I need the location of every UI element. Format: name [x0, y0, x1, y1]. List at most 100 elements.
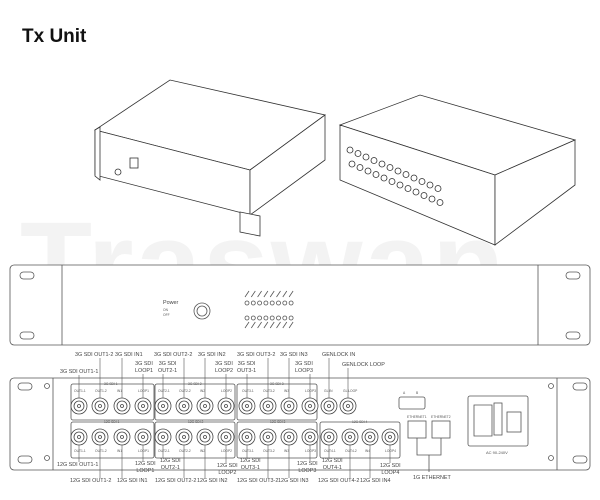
- ethernet2-label: ETHERNET2: [431, 415, 451, 419]
- bnc-iso-icon: [426, 181, 434, 189]
- off-label: OFF: [163, 313, 170, 317]
- port-label-top: GL IN: [324, 389, 333, 393]
- status-led-icon: [257, 315, 263, 321]
- led-label-mark: [263, 290, 269, 298]
- callout-label: 12G SDI OUT1-2: [70, 478, 112, 484]
- a-label: A: [403, 391, 406, 395]
- status-led-icon: [263, 300, 269, 306]
- rocker-switch-icon: [506, 411, 522, 433]
- bnc-iso-icon: [396, 181, 404, 189]
- bnc-iso-icon: [346, 146, 354, 154]
- port-label-top: OUT2-2: [179, 389, 191, 393]
- bnc-iso-icon: [420, 192, 428, 199]
- callout-label: 3G SDI IN3: [280, 352, 308, 358]
- led-label-mark: [269, 321, 275, 329]
- bnc-iso-icon: [436, 199, 444, 206]
- callout-label: 12G SDI OUT3-2: [237, 478, 279, 484]
- port-label-top: OUT1-2: [95, 389, 107, 393]
- status-led-icon: [257, 300, 263, 306]
- status-led-icon: [263, 315, 269, 321]
- port-label-bottom: LOOP3: [305, 449, 316, 453]
- bnc-pin: [98, 435, 102, 439]
- callout-label: 12G SDI LOOP2: [217, 463, 238, 476]
- callout-label: 1G ETHERNET: [413, 475, 451, 481]
- port-label-bottom: OUT2-1: [158, 449, 170, 453]
- callout-label: 12G SDI OUT1-1: [57, 462, 99, 468]
- group-label-12g-3: 12G SDI 3: [270, 420, 286, 424]
- bnc-pin: [266, 404, 270, 408]
- callout-label: 3G SDI IN2: [198, 352, 226, 358]
- rear-panel: [9, 377, 591, 472]
- port-label-bottom: LOOP4: [385, 449, 396, 453]
- led-label-mark: [282, 290, 288, 298]
- bnc-iso-icon: [356, 164, 364, 171]
- port-label-bottom: OUT4-2: [345, 449, 357, 453]
- b-label: B: [416, 391, 419, 395]
- port-label-bottom: OUT1-1: [74, 449, 86, 453]
- led-label-mark: [257, 321, 262, 329]
- callout-label: 12G SDI OUT2-2: [155, 478, 197, 484]
- port-label-bottom: LOOP2: [221, 449, 232, 453]
- status-led-icon: [269, 300, 275, 306]
- callout-label: 12G SDI LOOP3: [297, 461, 318, 474]
- page-title: Tx Unit: [22, 26, 87, 47]
- status-led-icon: [250, 300, 256, 306]
- bnc-pin: [368, 435, 372, 439]
- ac-power-label: AC 90-240V: [486, 450, 508, 455]
- bnc-pin: [182, 404, 186, 408]
- callout-label: 3G SDI OUT3-1: [237, 361, 257, 374]
- port-label-bottom: OUT4-1: [324, 449, 336, 453]
- bnc-pin: [161, 404, 165, 408]
- bnc-iso-icon: [386, 164, 394, 171]
- group-label-3g-3: 3G SDI 3: [270, 382, 284, 386]
- bnc-iso-icon: [418, 178, 426, 185]
- on-label: ON: [163, 308, 168, 312]
- bnc-pin: [346, 404, 350, 408]
- bnc-iso-icon: [364, 167, 372, 175]
- power-button-icon: [114, 168, 122, 176]
- bnc-pin: [77, 435, 81, 439]
- group-label-12g-1: 12G SDI 1: [104, 420, 120, 424]
- ethernet1-port: [407, 420, 427, 439]
- bnc-pin: [120, 404, 124, 408]
- callout-label: 3G SDI IN1: [115, 352, 143, 358]
- rear-isometric-view: [338, 94, 577, 246]
- bnc-iso-icon: [428, 195, 436, 203]
- led-label-mark: [250, 290, 256, 298]
- bnc-pin: [327, 435, 331, 439]
- bnc-pin: [141, 435, 145, 439]
- callout-label: 12G SDI OUT3-1: [240, 458, 261, 471]
- callout-label: 12G SDI OUT4-1: [322, 458, 343, 471]
- led-label-mark: [257, 290, 262, 298]
- callout-label: 3G SDI OUT2-1: [158, 361, 178, 374]
- led-label-mark: [276, 290, 281, 298]
- callout-label: 3G SDI LOOP2: [215, 361, 233, 374]
- callout-label: 12G SDI OUT2-1: [160, 458, 181, 471]
- group-label-3g-2: 3G SDI 2: [188, 382, 202, 386]
- port-label-bottom: OUT1-2: [95, 449, 107, 453]
- bnc-iso-icon: [402, 171, 410, 178]
- bnc-pin: [287, 404, 291, 408]
- port-label-bottom: LOOP1: [138, 449, 149, 453]
- bnc-pin: [141, 404, 145, 408]
- group-label-12g-2: 12G SDI 2: [188, 420, 204, 424]
- bnc-pin: [203, 435, 207, 439]
- led-label-mark: [244, 290, 250, 298]
- bnc-iso-icon: [410, 174, 418, 182]
- callout-label: 12G SDI IN4: [360, 478, 391, 484]
- bnc-pin: [224, 404, 228, 408]
- callout-label: 12G SDI IN3: [278, 478, 309, 484]
- bnc-iso-icon: [348, 160, 356, 168]
- port-label-top: OUT3-1: [242, 389, 254, 393]
- bnc-pin: [203, 404, 207, 408]
- status-led-icon: [269, 315, 275, 321]
- bnc-iso-icon: [370, 157, 378, 164]
- bnc-pin: [308, 435, 312, 439]
- port-label-bottom: OUT3-2: [263, 449, 275, 453]
- bnc-pin: [98, 404, 102, 408]
- port-label-bottom: IN4: [365, 449, 371, 453]
- bnc-iso-icon: [354, 150, 362, 157]
- led-label-mark: [288, 290, 294, 298]
- bnc-iso-icon: [378, 160, 386, 168]
- port-label-top: LOOP1: [138, 389, 149, 393]
